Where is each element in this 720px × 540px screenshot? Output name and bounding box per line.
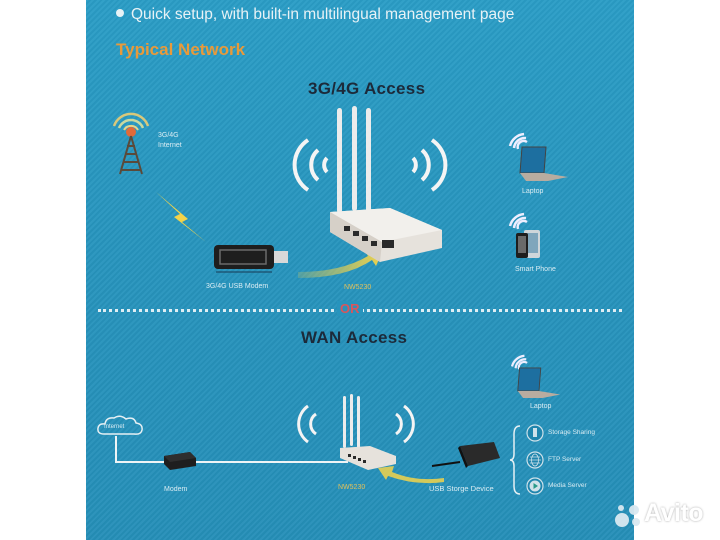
service-label-media: Media Server [548, 482, 587, 489]
usb-storage-label: USB Storge Device [429, 484, 494, 493]
section-title: Typical Network [116, 40, 246, 59]
internet-cloud-icon [97, 415, 143, 435]
avito-logo-icon [615, 505, 640, 527]
storage-icon [526, 424, 544, 442]
usb-modem-label: 3G/4G USB Modem [206, 283, 269, 290]
cloud-label: Internet [104, 424, 125, 430]
lightning-bolt-icon [156, 192, 206, 242]
usb-modem-icon [214, 245, 288, 273]
bullet-dot-icon [116, 9, 124, 17]
router-label-bottom: NW5230 [338, 484, 366, 491]
feature-text: Quick setup, with built-in multilingual … [131, 6, 515, 23]
avito-text: Avito [644, 499, 704, 527]
wifi-signal-icon [508, 132, 528, 150]
separator-or-label: OR [337, 301, 363, 316]
heading-wan-access: WAN Access [301, 328, 408, 347]
laptop-label-bottom: Laptop [530, 403, 552, 410]
play-icon [526, 477, 544, 495]
router-nw5230-icon [292, 106, 448, 262]
laptop-icon [517, 367, 561, 399]
feature-bullet: Quick setup, with built-in multilingual … [116, 6, 514, 24]
laptop-icon [519, 146, 568, 181]
wifi-signal-icon [508, 212, 528, 230]
usb-storage-device-icon [431, 442, 500, 468]
router-nw5230-icon [297, 394, 415, 470]
tower-label-line1: 3G/4G [158, 132, 179, 139]
device-label-laptop: Laptop [522, 188, 544, 195]
service-label-storage: Storage Sharing [548, 429, 595, 436]
modem-label: Modem [164, 486, 188, 493]
tower-label-line2: Internet [158, 142, 182, 149]
heading-3g4g-access: 3G/4G Access [308, 79, 426, 98]
globe-icon [526, 451, 544, 469]
smartphone-icon [516, 230, 540, 258]
avito-watermark: Avito [614, 499, 714, 531]
cell-tower-icon [112, 112, 150, 175]
router-label-top: NW5230 [344, 284, 372, 291]
device-label-smartphone: Smart Phone [515, 266, 556, 273]
modem-box-icon [164, 452, 196, 470]
brace-icon [509, 425, 521, 495]
wired-connection-line [115, 436, 348, 463]
wifi-signal-icon [510, 354, 528, 370]
connection-arrow-icon [378, 466, 444, 484]
service-label-ftp: FTP Server [548, 456, 582, 463]
network-diagram-panel: Quick setup, with built-in multilingual … [86, 0, 634, 540]
